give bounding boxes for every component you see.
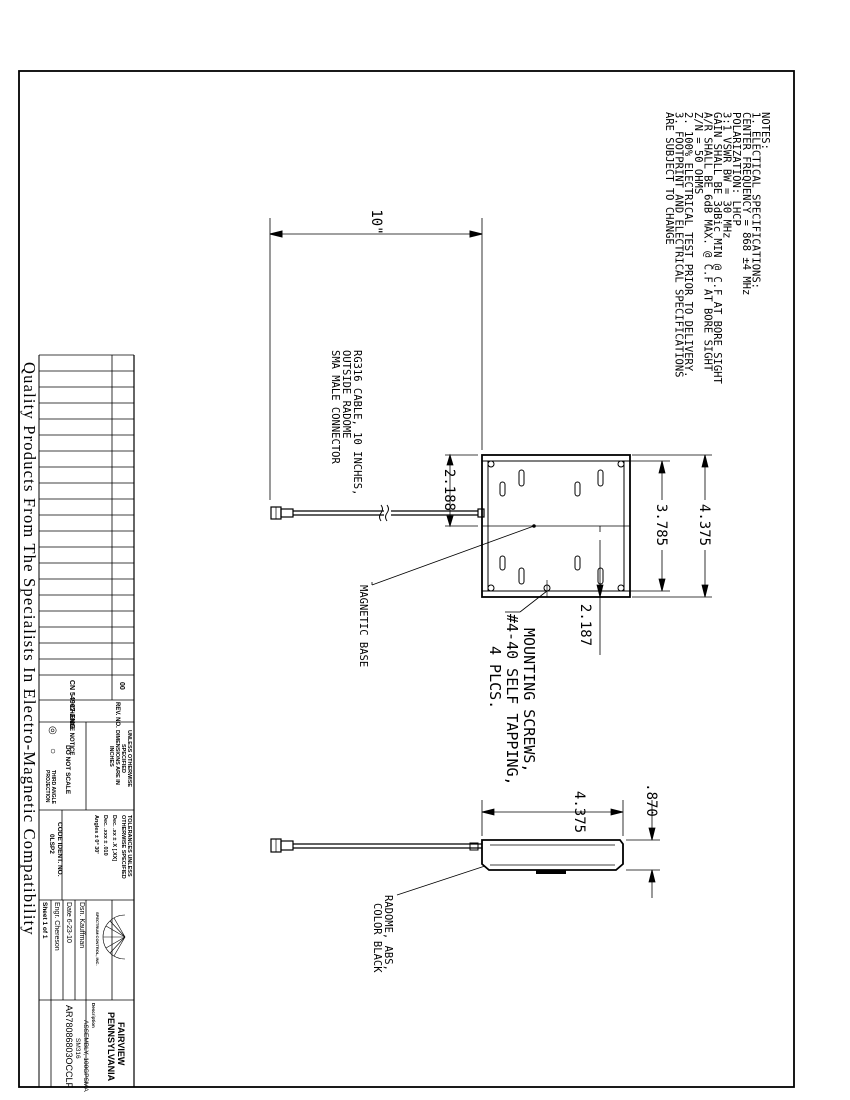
company-small-label: SPECTRUM CONTROL, INC. (95, 912, 100, 966)
dim-label-height-full: 4.375 (696, 504, 712, 546)
notes-line: 3:1 VSWR BW = 30 MHz (721, 112, 733, 238)
notes-line: 1. ELECTICAL SPECIFICATIONS: (749, 112, 761, 289)
notes-line: CENTER FREQUENCY = 868 ±4 MHz (740, 112, 752, 295)
change-notice-label: CHANGE NOTICE (68, 705, 74, 755)
magnetic-base-leader (371, 525, 535, 586)
dim-label-offset-top: 2.188 (441, 469, 457, 511)
description-block: ASSEMBLY, 100GPSMA SM316 (74, 1020, 89, 1092)
mounting-callout: MOUNTING SCREWS, #4-40 SELF TAPPING, 4 P… (486, 614, 538, 786)
company-logo (102, 914, 126, 960)
notes-line: A/R SHALL BE 6dB MAX. @ C.F AT BORE SIGH… (701, 112, 713, 372)
dim-label-side-length: 4.375 (571, 791, 587, 833)
corner-screw-icon (487, 584, 495, 592)
svg-text:OTHERWISE SPECIFIED: OTHERWISE SPECIFIED (120, 815, 126, 879)
svg-text:OUTSIDE RADOME: OUTSIDE RADOME (340, 350, 352, 439)
third-angle-block: THIRD ANGLE PROJECTION (44, 770, 56, 805)
antenna-top-view (481, 454, 631, 598)
tolerances-block: TOLERANCES UNLESS OTHERWISE SPECIFIED De… (93, 815, 132, 879)
svg-text:0LSP2: 0LSP2 (48, 834, 55, 854)
projection-icon: ○ (47, 748, 58, 754)
corner-screw-icon (487, 460, 495, 468)
drawn-by: Dsn. Kauffman (78, 902, 85, 948)
svg-text:Dec. .xxx ± .010: Dec. .xxx ± .010 (102, 815, 108, 856)
svg-text:#4-40 SELF TAPPING,: #4-40 SELF TAPPING, (503, 614, 521, 786)
rev-value: 00 (118, 682, 125, 690)
notes-line: ARE SUBJECT TO CHANGE (663, 112, 675, 245)
dim-label-cable-length: 10" (368, 209, 384, 234)
radome-leader (396, 865, 486, 896)
sheet-border (18, 70, 795, 1088)
dim-label-height-inner: 3.785 (653, 504, 669, 546)
corner-screw-icon (617, 584, 625, 592)
title-block: Quality Products From The Specialists In… (20, 354, 134, 1092)
notes-line: POLARIZATION: LHCP (730, 112, 742, 226)
dimension-offset-bottom (583, 526, 616, 655)
svg-text:4 PLCS.: 4 PLCS. (486, 646, 504, 709)
notes-line: GAIN SHALL BE 3dBic MIN @ C.F AT BORE SI… (711, 112, 723, 385)
svg-text:SPECIFIED: SPECIFIED (120, 744, 126, 773)
unless-otherwise-block: UNLESS OTHERWISE SPECIFIED DIMENSIONS AR… (108, 730, 132, 787)
do-not-scale: DO NOT SCALE (64, 745, 71, 795)
dimension-side-length (481, 800, 624, 836)
corner-screw-icon (617, 460, 625, 468)
antenna-side-view (481, 839, 624, 874)
svg-text:SM316: SM316 (74, 1038, 81, 1059)
notes-line: NOTES: (759, 112, 771, 150)
dimension-offset-top (445, 453, 478, 528)
code-ident-block: CODE IDENT. NO. 0LSP2 (48, 822, 63, 877)
dimension-thickness (626, 800, 660, 898)
svg-text:INCHES: INCHES (108, 746, 114, 767)
svg-text:RG316 CABLE, 10 INCHES,: RG316 CABLE, 10 INCHES, (351, 350, 363, 495)
mounting-leader (505, 590, 548, 613)
svg-text:TOLERANCES UNLESS: TOLERANCES UNLESS (126, 815, 132, 877)
dimension-height (626, 454, 712, 598)
svg-text:DIMENSIONS ARE IN: DIMENSIONS ARE IN (114, 730, 120, 785)
notes-line: 2. 100% ELECTRICAL TEST PRIOR TO DELIVER… (682, 112, 694, 378)
notes-block: NOTES: 1. ELECTICAL SPECIFICATIONS: CENT… (663, 112, 771, 385)
cable-top-view (270, 504, 485, 522)
dimension-cable-length (269, 218, 483, 500)
date-label: Date 6-23-10 (65, 902, 72, 943)
svg-text:SMA MALE CONNECTOR: SMA MALE CONNECTOR (329, 350, 341, 464)
copyright-icon: ◎ (47, 726, 58, 735)
company-name-block: FAIRVIEW PENNSYLVANIA (106, 1012, 126, 1082)
dim-label-offset-bottom: 2.187 (577, 604, 593, 646)
dim-label-thickness: .870 (643, 783, 659, 817)
rev-label: REV. NO. (114, 702, 120, 728)
svg-text:PROJECTION: PROJECTION (44, 770, 50, 803)
part-number: AR78086803OCCLF (64, 1005, 74, 1089)
magnetic-base-label: MAGNETIC BASE (357, 585, 369, 667)
tagline-text: Quality Products From The Specialists In… (20, 362, 39, 936)
sheet-label: Sheet 1 of 1 (41, 902, 48, 939)
svg-text:FAIRVIEW: FAIRVIEW (116, 1022, 126, 1066)
description-label: Description (91, 1003, 96, 1028)
svg-text:THIRD ANGLE: THIRD ANGLE (50, 770, 56, 805)
radome-callout: RADOME, ABS, COLOR BLACK (371, 895, 394, 973)
svg-text:Dec. .xx ± .X [.XX]: Dec. .xx ± .X [.XX] (111, 815, 117, 861)
cable-callout: RG316 CABLE, 10 INCHES, OUTSIDE RADOME S… (329, 350, 363, 495)
svg-text:UNLESS OTHERWISE: UNLESS OTHERWISE (126, 730, 132, 787)
notes-line: 3. FOOTPRINT AND ELECTRICAL SPECIFICATIO… (673, 112, 685, 378)
mounting-slot-icons (499, 469, 604, 585)
cable-side-view (270, 838, 482, 853)
svg-text:Angles ± 0° 30': Angles ± 0° 30' (93, 815, 99, 854)
svg-text:CODE IDENT. NO.: CODE IDENT. NO. (56, 822, 63, 877)
svg-text:ASSEMBLY, 100GPSMA: ASSEMBLY, 100GPSMA (82, 1020, 89, 1092)
svg-text:COLOR BLACK: COLOR BLACK (371, 903, 383, 973)
svg-text:MOUNTING SCREWS,: MOUNTING SCREWS, (520, 628, 538, 773)
notes-line: Z/N = 50 OHMS (692, 112, 704, 194)
svg-text:RADOME, ABS,: RADOME, ABS, (382, 895, 394, 971)
change-notice-value: CN 54907-ENG (68, 680, 75, 730)
svg-text:PENNSYLVANIA: PENNSYLVANIA (106, 1012, 116, 1082)
engineer-label: Engr. Chereson (53, 902, 60, 951)
